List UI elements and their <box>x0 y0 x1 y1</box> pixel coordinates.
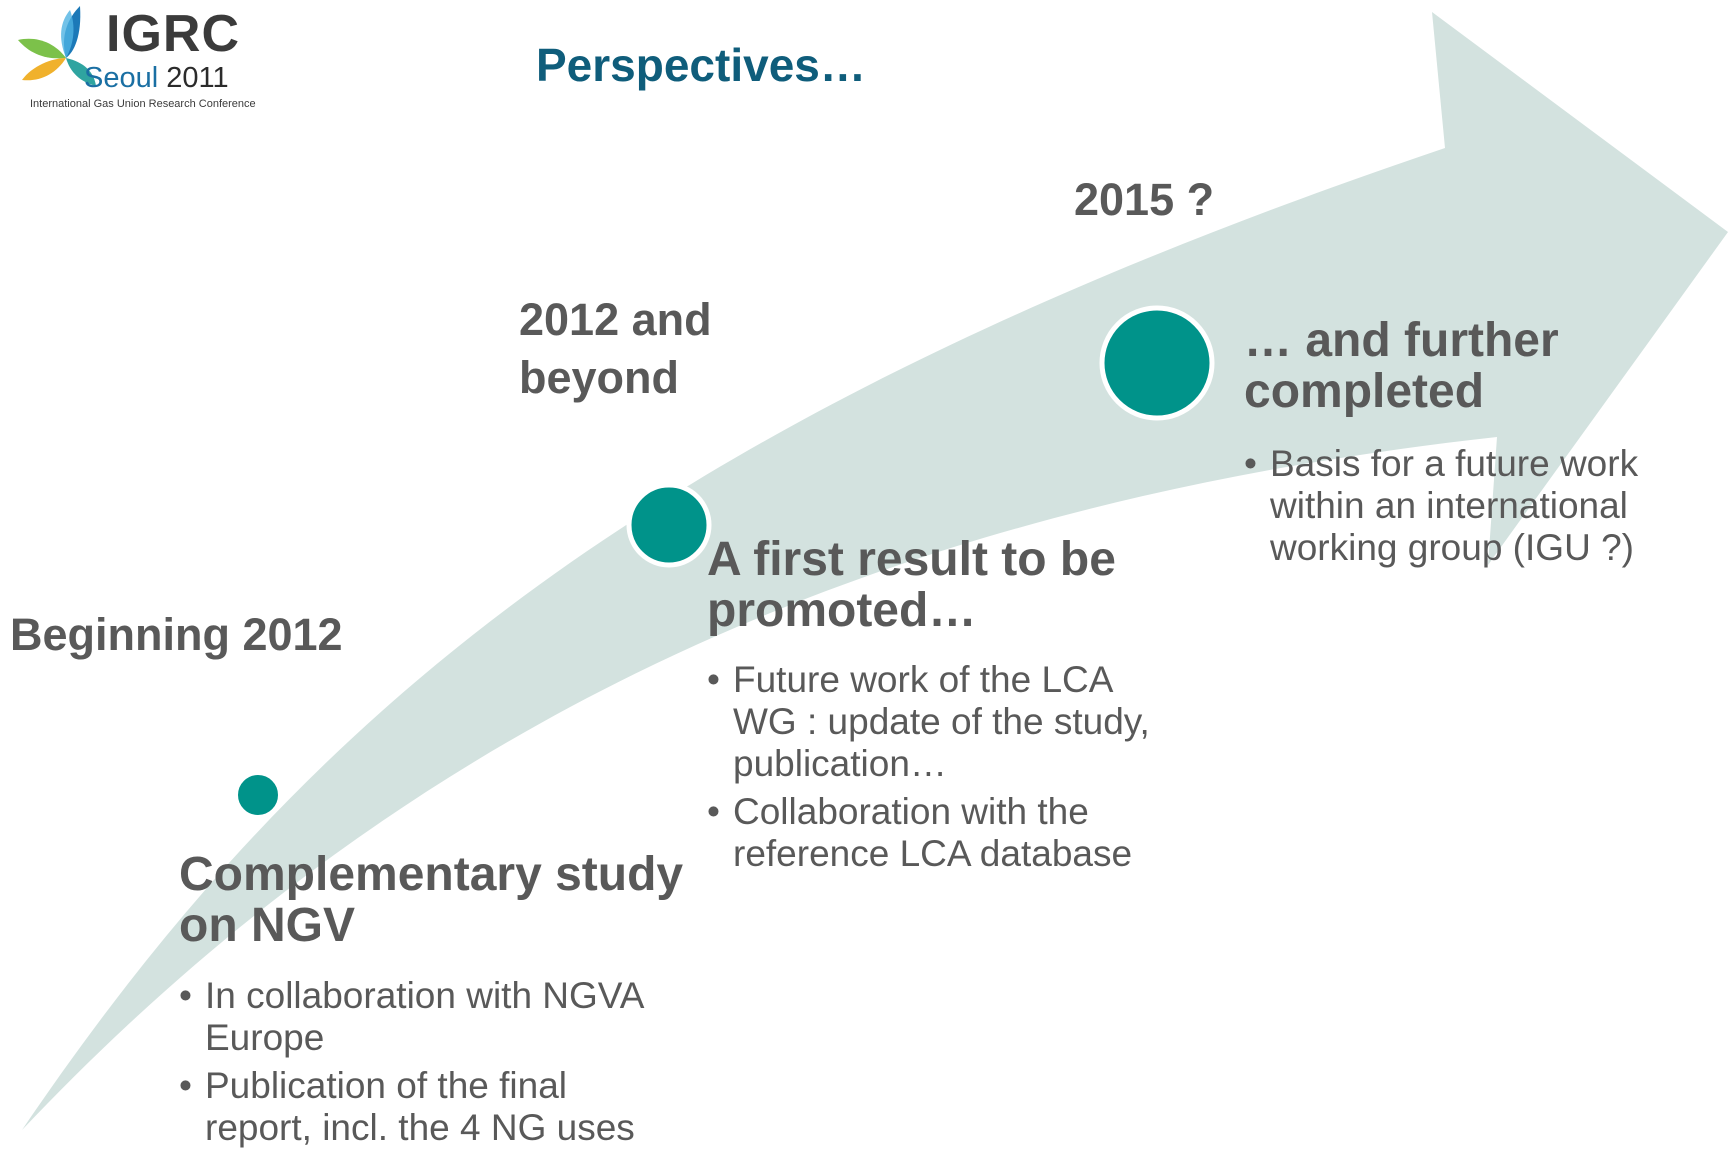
igrc-logo: IGRC Seoul 2011 International Gas Union … <box>10 2 256 114</box>
logo-year: 2011 <box>166 62 229 94</box>
stage-1-heading: Complementary study on NGV <box>179 848 684 952</box>
milestone-dot-3 <box>1099 305 1215 421</box>
stage-3-heading: … and further completed <box>1244 314 1559 418</box>
slide-title: Perspectives… <box>536 39 866 91</box>
timeline-arrow-shape <box>22 12 1728 1130</box>
stage-1-bullets: In collaboration with NGVA Europe Public… <box>179 975 644 1155</box>
logo-city-year: Seoul 2011 <box>84 64 229 93</box>
stage-2-bullet-2: Collaboration with the reference LCA dat… <box>707 791 1150 875</box>
stage-1-bullet-1: In collaboration with NGVA Europe <box>179 975 644 1059</box>
stage-2-date: 2012 and beyond <box>519 294 712 403</box>
stage-2-bullets: Future work of the LCA WG : update of th… <box>707 659 1150 881</box>
stage-2-heading: A first result to be promoted… <box>707 533 1116 637</box>
milestone-dot-2 <box>626 482 712 568</box>
stage-1-date: Beginning 2012 <box>10 609 343 660</box>
stage-3-date: 2015 ? <box>1074 174 1215 225</box>
stage-1-bullet-2: Publication of the final report, incl. t… <box>179 1065 644 1149</box>
logo-brand: IGRC <box>106 5 240 63</box>
logo-city: Seoul <box>84 62 159 94</box>
flame-icon <box>18 6 96 86</box>
stage-2-bullet-1: Future work of the LCA WG : update of th… <box>707 659 1150 785</box>
stage-3-bullet-1: Basis for a future work within an intern… <box>1244 443 1638 569</box>
logo-subtitle: International Gas Union Research Confere… <box>30 98 256 110</box>
stage-3-bullets: Basis for a future work within an intern… <box>1244 443 1638 575</box>
milestone-dot-1 <box>234 771 282 819</box>
